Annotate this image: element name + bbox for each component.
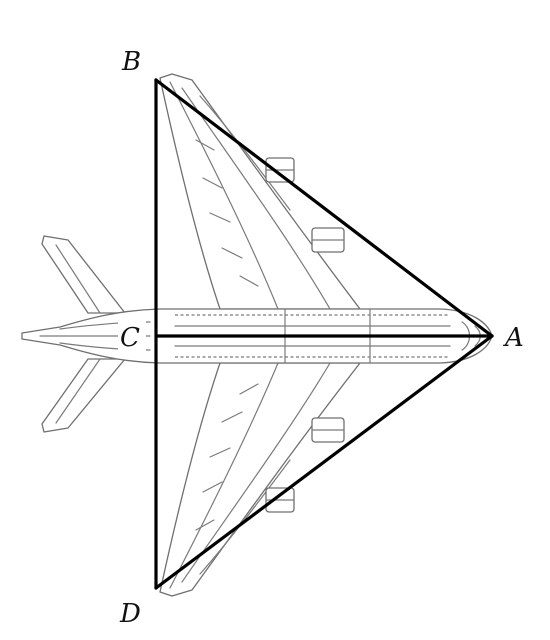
label-point-D: D	[119, 599, 141, 629]
label-point-B: B	[121, 47, 141, 77]
lower-outer-engine	[265, 487, 295, 513]
label-point-A: A	[503, 323, 524, 353]
label-C-background	[118, 318, 146, 352]
upper-tail-stabilizer	[41, 235, 126, 314]
segment-AB	[154, 78, 494, 338]
triangle-segments	[154, 78, 494, 590]
label-point-C: C	[120, 323, 140, 353]
segment-AD	[154, 334, 494, 590]
lower-tail-stabilizer	[41, 358, 126, 433]
upper-outer-engine	[265, 157, 295, 183]
lower-inner-engine	[311, 417, 345, 443]
upper-wing	[159, 73, 361, 310]
upper-inner-engine	[311, 227, 345, 253]
